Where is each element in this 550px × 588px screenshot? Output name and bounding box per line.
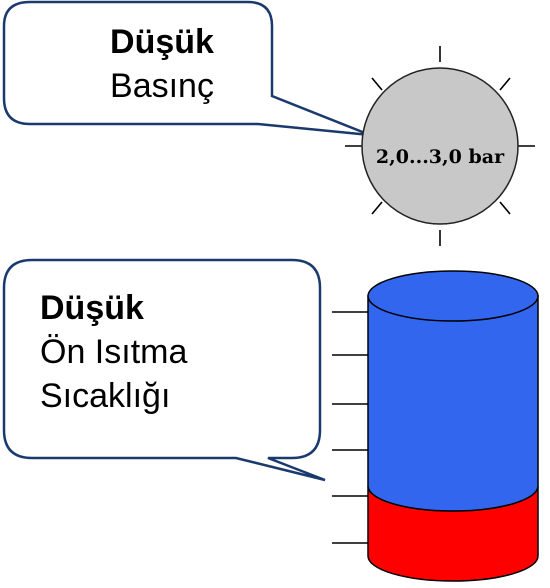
temperature-callout-line1: Ön Isıtma xyxy=(40,333,188,371)
gauge-ticks xyxy=(345,46,535,246)
tank-top xyxy=(367,270,539,322)
gauge-range-label: 2,0...3,0 bar xyxy=(375,146,505,168)
pressure-callout-bubble xyxy=(2,0,371,137)
temperature-callout-bubble xyxy=(2,258,326,482)
pressure-gauge xyxy=(361,67,519,225)
pressure-callout-label: Basınç xyxy=(110,67,214,105)
temperature-callout-title: Düşük xyxy=(40,289,144,327)
temperature-callout-text: Düşük Ön Isıtma Sıcaklığı xyxy=(40,286,280,418)
pressure-callout-title: Düşük xyxy=(110,23,214,61)
tank-scale-ticks xyxy=(332,311,372,544)
temperature-callout-line2: Sıcaklığı xyxy=(40,377,171,415)
pressure-callout-text: Düşük Basınç xyxy=(72,20,252,108)
tank-upper-fill xyxy=(367,295,539,512)
